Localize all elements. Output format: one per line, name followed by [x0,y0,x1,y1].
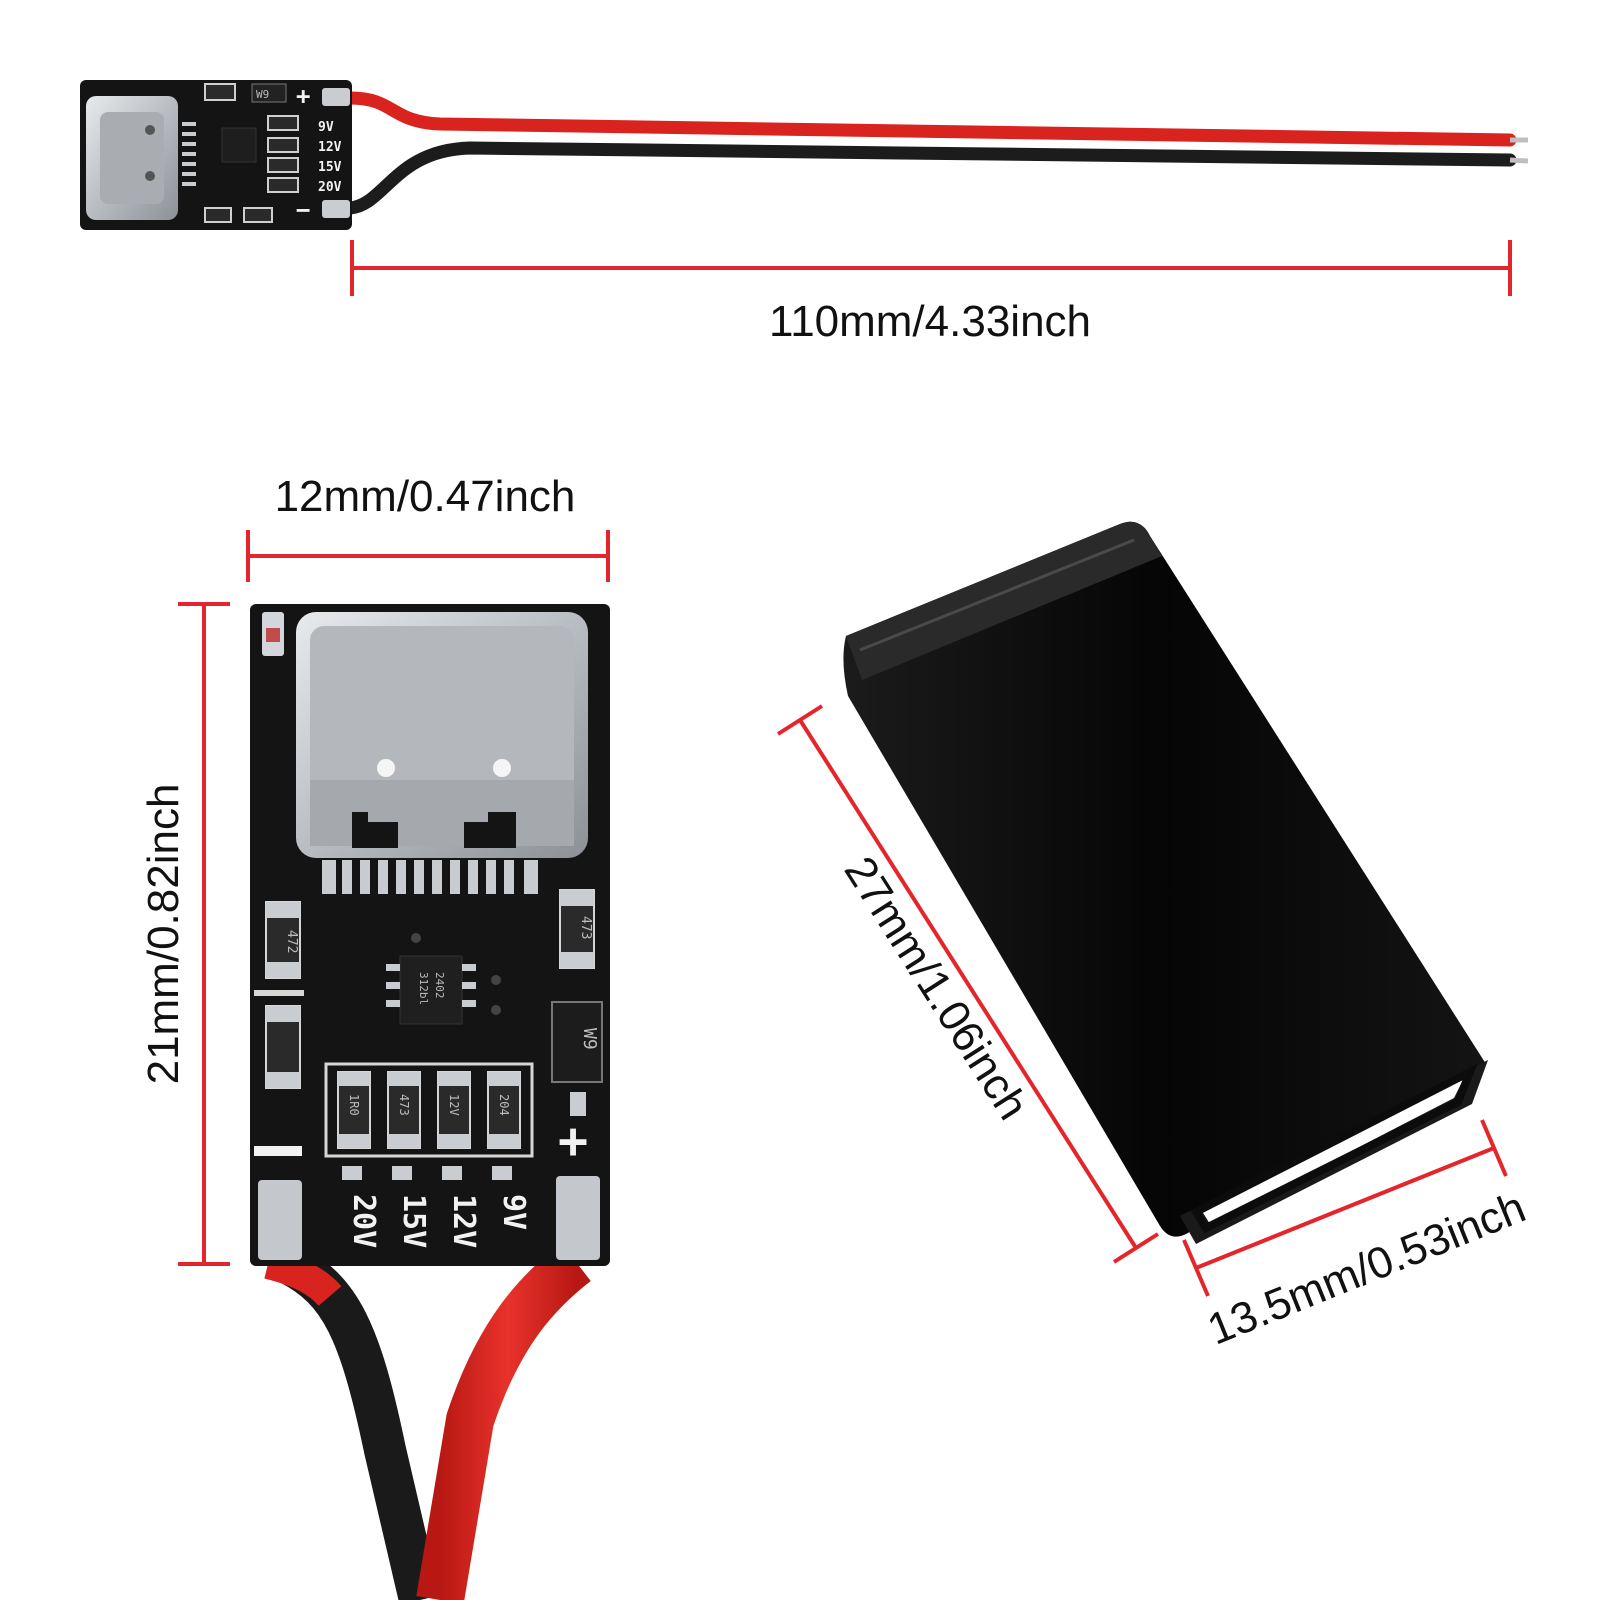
closeup-plus-mark: + [558,1112,588,1170]
closeup-9v-label: 9V [496,1194,531,1230]
svg-text:204: 204 [497,1094,511,1116]
black-case [843,521,1488,1244]
board-width-label: 12mm/0.47inch [275,472,576,521]
top-15v-label: 15V [318,160,342,175]
top-red-wire [343,91,1517,147]
closeup-black-wire [279,1245,441,1600]
cable-length-dimension [350,240,1512,296]
closeup-15v-label: 15V [396,1194,431,1248]
closeup-resistor-472: 472 [265,901,301,979]
closeup-chip: 312bl 2402 [386,933,501,1025]
svg-text:473: 473 [578,916,593,939]
closeup-12v-label: 12V [446,1194,481,1248]
top-9v-label: 9V [318,120,334,135]
closeup-minus-mark [254,1146,302,1156]
closeup-negative-pad [258,1180,302,1260]
top-20v-label: 20V [318,180,342,195]
board-length-label: 21mm/0.82inch [139,784,188,1085]
svg-text:473: 473 [397,1094,411,1116]
top-black-wire [343,141,1517,215]
closeup-resistor-row: 1R0 473 12V 204 [324,1062,534,1158]
cable-length-label: 110mm/4.33inch [769,297,1091,346]
svg-text:W9: W9 [579,1028,600,1050]
closeup-usb-c-port [296,612,588,894]
svg-text:12V: 12V [447,1094,461,1116]
closeup-positive-pad [556,1176,600,1260]
board-width-dimension [246,530,610,582]
closeup-20v-label: 20V [346,1194,381,1248]
svg-text:472: 472 [284,930,299,953]
closeup-red-wire [416,1243,591,1600]
top-12v-label: 12V [318,140,342,155]
closeup-diode: W9 [551,1001,603,1083]
top-minus-mark: − [296,196,310,224]
closeup-red-wire-left [264,1249,342,1307]
board-length-dimension [178,602,230,1266]
case-width-dimension [1182,1119,1508,1297]
closeup-capacitor [265,1005,301,1089]
top-module: W9 + − 9V 12V 15V 20V [80,80,1529,230]
case-length-dimension [776,704,1160,1264]
svg-text:312bl: 312bl [417,972,430,1005]
svg-text:1R0: 1R0 [347,1094,361,1116]
top-plus-mark: + [296,82,310,110]
svg-text:2402: 2402 [433,972,446,999]
closeup-resistor-473: 473 [559,889,595,969]
top-diode-label: W9 [256,88,269,101]
